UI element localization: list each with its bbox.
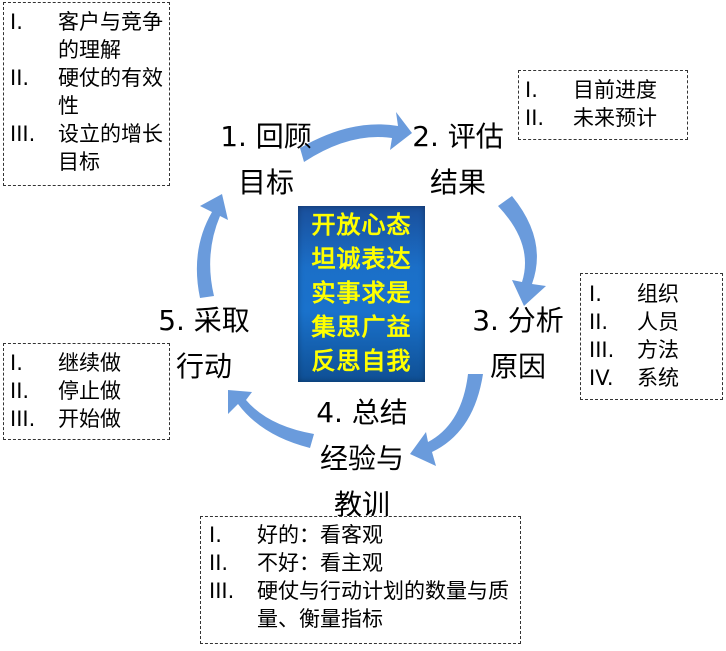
list-item: III.方法 (589, 338, 679, 362)
list-item: II.硬仗的有效性 (10, 66, 163, 118)
list-item: III.设立的增长目标 (10, 122, 163, 174)
results-detail-box: I.目前进度 II.未来预计 (518, 70, 688, 140)
arrow-analyze-to-summarize (410, 374, 483, 466)
list-item: III.硬仗与行动计划的数量与质量、衡量指标 (209, 579, 509, 631)
list-item: II.不好：看主观 (209, 551, 383, 575)
principle-collective-wisdom: 集思广益 (311, 313, 412, 341)
principle-open-mind: 开放心态 (311, 211, 412, 239)
goals-detail-box: I.客户与竞争的理解 II.硬仗的有效性 III.设立的增长目标 (3, 2, 170, 186)
center-principles-panel: 开放心态 坦诚表达 实事求是 集思广益 反思自我 (298, 206, 425, 382)
list-item: III.开始做 (10, 407, 121, 431)
list-item: I.组织 (589, 282, 679, 306)
arrow-evaluate-to-analyze (498, 196, 546, 306)
step-4-summarize-lessons: 4. 总结 经验与 教训 (316, 396, 408, 521)
list-item: II.未来预计 (525, 106, 657, 130)
list-item: I.继续做 (10, 351, 121, 375)
list-item: IV.系统 (589, 366, 679, 390)
step-2-evaluate-results: 2. 评估 结果 (412, 120, 504, 199)
causes-detail-box: I.组织 II.人员 III.方法 IV.系统 (580, 273, 723, 400)
list-item: II.人员 (589, 310, 679, 334)
list-item: I.目前进度 (525, 78, 657, 102)
step-5-take-action: 5. 采取 行动 (158, 304, 250, 383)
principle-self-reflection: 反思自我 (311, 347, 412, 375)
arrow-act-to-goal (196, 194, 228, 298)
arrow-summarize-to-act (228, 390, 314, 448)
list-item: I.客户与竞争的理解 (10, 10, 163, 62)
principle-seek-truth: 实事求是 (311, 279, 412, 307)
step-1-review-goals: 1. 回顾 目标 (220, 120, 312, 199)
list-item: II.停止做 (10, 379, 121, 403)
step-3-analyze-causes: 3. 分析 原因 (472, 304, 564, 383)
actions-detail-box: I.继续做 II.停止做 III.开始做 (3, 343, 170, 440)
arrow-goal-to-evaluate (300, 112, 412, 162)
list-item: I.好的：看客观 (209, 523, 383, 547)
principle-candid-expression: 坦诚表达 (311, 245, 412, 273)
lessons-detail-box: I.好的：看客观 II.不好：看主观 III.硬仗与行动计划的数量与质量、衡量指… (200, 516, 521, 644)
